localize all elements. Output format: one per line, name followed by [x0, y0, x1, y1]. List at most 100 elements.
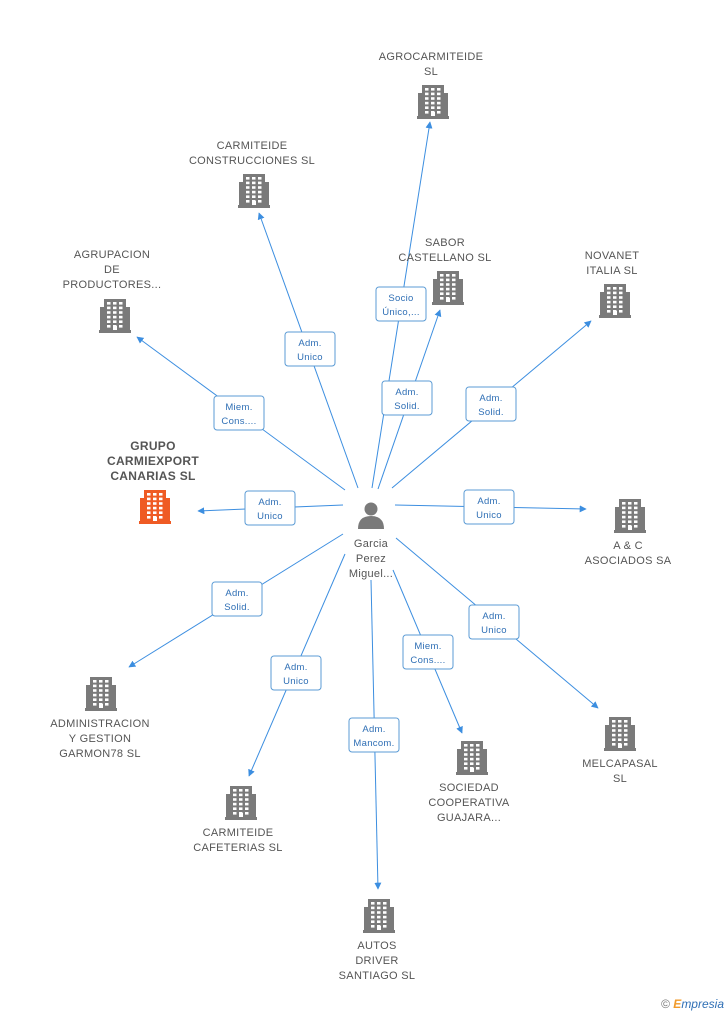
- edge-label-text: Adm.: [477, 496, 500, 507]
- edge-label-text: Adm.: [479, 393, 502, 404]
- company-label: SL: [613, 773, 627, 785]
- edge-label-text: Mancom.: [353, 738, 394, 749]
- building-icon[interactable]: [225, 786, 257, 820]
- company-label: ADMINISTRACION: [50, 718, 150, 730]
- copyright-brand: © Empresia: [661, 997, 724, 1011]
- company-node-agrupacion[interactable]: AGRUPACION DE PRODUCTORES...: [63, 249, 162, 333]
- edge-label-box: [468, 604, 520, 640]
- edge-label-text: Unico: [481, 625, 507, 636]
- edge-label-box: [465, 386, 517, 422]
- company-label: AUTOS: [357, 940, 396, 952]
- edge-label-text: Miem.: [225, 402, 252, 413]
- company-node-autos-driver[interactable]: AUTOS DRIVER SANTIAGO SL: [339, 899, 416, 982]
- building-icon[interactable]: [417, 85, 449, 119]
- edge-label-text: Cons....: [221, 416, 256, 427]
- company-node-novanet[interactable]: NOVANET ITALIA SL: [585, 250, 639, 318]
- company-node-administracion-garmon[interactable]: ADMINISTRACION Y GESTION GARMON78 SL: [50, 677, 150, 760]
- person-label: Miguel...: [349, 568, 393, 580]
- edge-label-box: [463, 489, 515, 525]
- edge-label-sociedad-cooperativa[interactable]: Miem. Cons....: [402, 634, 454, 670]
- building-icon[interactable]: [99, 299, 131, 333]
- building-icon[interactable]: [599, 284, 631, 318]
- edge-label-text: Unico: [257, 511, 283, 522]
- company-node-ac-asociados[interactable]: A & C ASOCIADOS SA: [585, 499, 672, 567]
- person-label: Garcia: [354, 538, 389, 550]
- building-icon[interactable]: [139, 490, 171, 524]
- company-label: AGRUPACION: [74, 249, 150, 261]
- company-label: DRIVER: [355, 955, 398, 967]
- edge-label-box: [402, 634, 454, 670]
- brand-initial: E: [673, 997, 682, 1011]
- company-label: DE: [104, 264, 120, 276]
- center-person[interactable]: GarciaPerezMiguel...: [349, 502, 393, 581]
- company-node-sociedad-cooperativa[interactable]: SOCIEDADCOOPERATIVAGUAJARA...: [428, 741, 510, 824]
- edge-label-text: Unico: [297, 352, 323, 363]
- edge-label-box: [244, 490, 296, 526]
- company-label: CASTELLANO SL: [398, 252, 491, 264]
- edge-label-text: Unico: [476, 510, 502, 521]
- edge-label-text: Adm.: [482, 611, 505, 622]
- edges-layer: SocioÚnico,...Adm.UnicoMiem.Cons....Adm.…: [128, 121, 599, 890]
- edge-label-text: Único,...: [382, 307, 420, 318]
- edge-label-sabor-castellano[interactable]: Adm.Solid.: [381, 380, 433, 416]
- company-label: GARMON78 SL: [59, 748, 141, 760]
- brand-name: mpresia: [681, 997, 724, 1011]
- building-icon[interactable]: [363, 899, 395, 933]
- copyright-symbol: ©: [661, 997, 670, 1011]
- edge-label-text: Socio: [388, 293, 413, 304]
- company-label: AGROCARMITEIDE: [379, 51, 483, 63]
- person-label: Perez: [356, 553, 386, 565]
- building-icon[interactable]: [238, 174, 270, 208]
- edge-label-text: Cons....: [410, 655, 445, 666]
- edge-label-box: [381, 380, 433, 416]
- edge-label-grupo-carmiexport[interactable]: Adm. Unico: [244, 490, 296, 526]
- edge-label-ac-asociados[interactable]: Adm. Unico: [463, 489, 515, 525]
- edge-label-text: Adm.: [225, 588, 248, 599]
- company-label: SL: [424, 66, 438, 78]
- company-label: PRODUCTORES...: [63, 279, 162, 291]
- building-icon[interactable]: [456, 741, 488, 775]
- building-icon[interactable]: [614, 499, 646, 533]
- company-node-agrocarmiteide[interactable]: AGROCARMITEIDE SL: [379, 51, 483, 119]
- company-label: SANTIAGO SL: [339, 970, 416, 982]
- edge-label-box: [270, 655, 322, 691]
- edge-label-text: Adm.: [362, 724, 385, 735]
- company-label: A & C: [613, 540, 643, 552]
- edge-label-text: Solid.: [478, 407, 504, 418]
- company-label: ITALIA SL: [586, 265, 637, 277]
- edge-label-carmiteide-construcciones[interactable]: Adm.Unico: [284, 331, 336, 367]
- company-node-melcapasal[interactable]: MELCAPASAL SL: [582, 717, 658, 785]
- company-label: COOPERATIVA: [428, 797, 509, 809]
- building-icon[interactable]: [85, 677, 117, 711]
- edge-label-box: [211, 581, 263, 617]
- edge-label-novanet[interactable]: Adm. Solid.: [465, 386, 517, 422]
- edge-label-agrupacion[interactable]: Miem. Cons....: [213, 395, 265, 431]
- building-icon[interactable]: [604, 717, 636, 751]
- edge-label-text: Miem.: [414, 641, 441, 652]
- company-label: NOVANET: [585, 250, 639, 262]
- edge-label-autos-driver[interactable]: Adm. Mancom.: [348, 717, 400, 753]
- nodes-layer: AGROCARMITEIDE SL CARMITEIDECONSTRUCCIONES…: [50, 51, 672, 982]
- company-label: CARMITEIDE: [203, 827, 274, 839]
- edge-label-agrocarmiteide[interactable]: SocioÚnico,...: [375, 286, 427, 322]
- edge-label-box: [375, 286, 427, 322]
- company-label: SOCIEDAD: [439, 782, 499, 794]
- company-label: Y GESTION: [69, 733, 131, 745]
- edge-label-box: [284, 331, 336, 367]
- company-label: ASOCIADOS SA: [585, 555, 672, 567]
- edge-label-melcapasal[interactable]: Adm. Unico: [468, 604, 520, 640]
- edge-label-text: Adm.: [258, 497, 281, 508]
- edge-label-text: Adm.: [284, 662, 307, 673]
- edge-label-text: Unico: [283, 676, 309, 687]
- person-icon[interactable]: [358, 502, 384, 530]
- company-label: CANARIAS SL: [110, 469, 195, 483]
- edge-label-administracion-garmon[interactable]: Adm.Solid.: [211, 581, 263, 617]
- building-icon[interactable]: [432, 271, 464, 305]
- edge-label-carmiteide-cafeterias[interactable]: Adm. Unico: [270, 655, 322, 691]
- company-label: MELCAPASAL: [582, 758, 658, 770]
